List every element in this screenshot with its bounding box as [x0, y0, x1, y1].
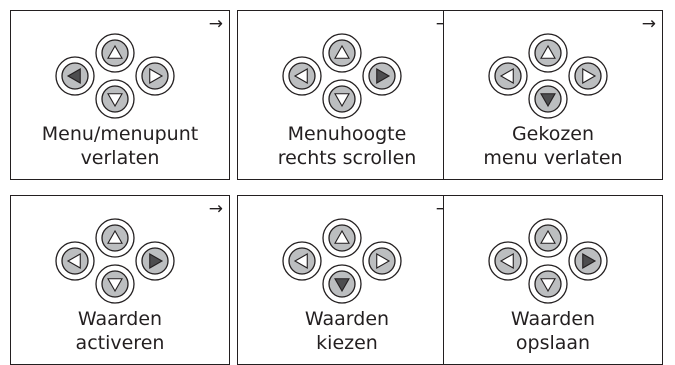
- caption-line: kiezen: [316, 332, 378, 354]
- caption-line: Gekozen: [511, 123, 595, 145]
- key-right: [362, 241, 402, 281]
- key-up: [95, 33, 135, 73]
- arrow-right-icon: [376, 68, 391, 84]
- arrow-left-icon: [499, 253, 514, 269]
- caption-line: Waarden: [510, 308, 596, 330]
- caption-line: Waarden: [304, 308, 390, 330]
- arrow-right-icon: [582, 253, 597, 269]
- arrow-right-icon: [376, 253, 391, 269]
- arrow-down-icon: [334, 278, 350, 293]
- caption-line: opslaan: [515, 332, 591, 354]
- arrow-down-icon: [334, 93, 350, 108]
- arrow-up-icon: [107, 44, 123, 59]
- caption-line: activeren: [75, 332, 165, 354]
- arrow-down-icon: [540, 93, 556, 108]
- next-arrow-icon: →: [208, 199, 223, 219]
- arrow-left-icon: [66, 68, 81, 84]
- key-down-highlighted: [528, 79, 568, 119]
- key-down-highlighted: [322, 264, 362, 304]
- direction-pad: [488, 33, 608, 119]
- key-up: [322, 218, 362, 258]
- arrow-up-icon: [334, 44, 350, 59]
- key-right: [568, 56, 608, 96]
- caption-line: Menuhoogte: [287, 123, 407, 145]
- direction-pad: [488, 218, 608, 304]
- arrow-up-icon: [334, 229, 350, 244]
- key-right-highlighted: [362, 56, 402, 96]
- key-left: [55, 241, 95, 281]
- key-left: [488, 56, 528, 96]
- key-up: [528, 218, 568, 258]
- key-down: [322, 79, 362, 119]
- direction-pad: [282, 33, 402, 119]
- arrow-left-icon: [293, 68, 308, 84]
- next-arrow-icon: →: [641, 14, 656, 34]
- arrow-right-icon: [582, 68, 597, 84]
- caption-line: verlaten: [80, 147, 160, 169]
- arrow-up-icon: [107, 229, 123, 244]
- key-right: [135, 56, 175, 96]
- key-left: [488, 241, 528, 281]
- key-up: [95, 218, 135, 258]
- next-arrow-icon: →: [208, 14, 223, 34]
- key-left: [282, 241, 322, 281]
- arrow-down-icon: [107, 93, 123, 108]
- arrow-down-icon: [107, 278, 123, 293]
- key-left-highlighted: [55, 56, 95, 96]
- key-left: [282, 56, 322, 96]
- key-up: [322, 33, 362, 73]
- caption-line: Waarden: [77, 308, 163, 330]
- key-down: [528, 264, 568, 304]
- arrow-left-icon: [293, 253, 308, 269]
- key-down: [95, 79, 135, 119]
- direction-pad: [55, 218, 175, 304]
- arrow-right-icon: [149, 68, 164, 84]
- arrow-up-icon: [540, 44, 556, 59]
- key-right-highlighted: [568, 241, 608, 281]
- arrow-down-icon: [540, 278, 556, 293]
- arrow-up-icon: [540, 229, 556, 244]
- arrow-left-icon: [499, 68, 514, 84]
- direction-pad: [282, 218, 402, 304]
- key-down: [95, 264, 135, 304]
- caption-line: rechts scrollen: [277, 147, 417, 169]
- arrow-left-icon: [66, 253, 81, 269]
- caption-line: menu verlaten: [483, 147, 623, 169]
- direction-pad: [55, 33, 175, 119]
- key-right-highlighted: [135, 241, 175, 281]
- arrow-right-icon: [149, 253, 164, 269]
- caption-line: Menu/menupunt: [41, 123, 199, 145]
- key-up: [528, 33, 568, 73]
